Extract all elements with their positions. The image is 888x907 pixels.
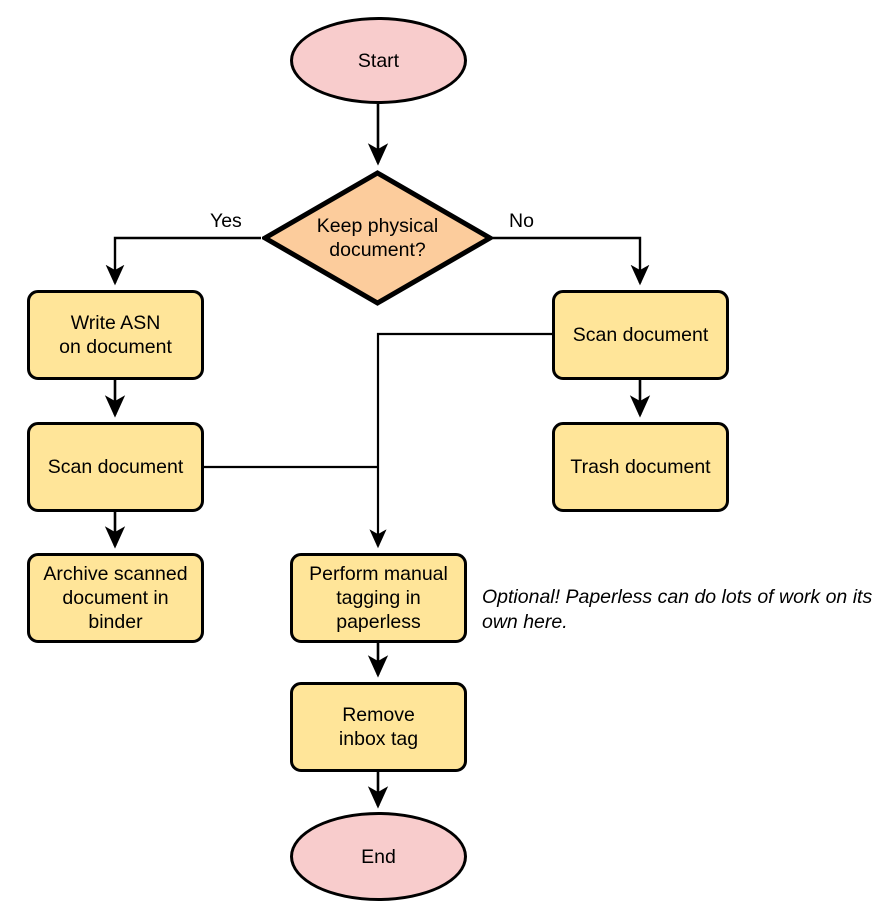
node-end[interactable]: End	[290, 812, 467, 901]
node-trash-document-label: Trash document	[570, 456, 711, 478]
node-archive-line2: document in	[62, 587, 169, 609]
node-manual-tagging-line3: paperless	[336, 611, 421, 633]
node-write-asn-label: Write ASN on document	[59, 311, 172, 359]
node-remove-inbox-tag-label: Remove inbox tag	[339, 703, 418, 751]
node-decision-label-line2: document?	[329, 239, 426, 261]
diamond-shape	[262, 170, 493, 306]
node-end-label: End	[361, 845, 396, 868]
node-decision-label-line1: Keep physical	[316, 215, 439, 237]
node-decision-label: Keep physical document?	[317, 214, 438, 262]
node-remove-inbox-tag[interactable]: Remove inbox tag	[290, 682, 467, 772]
node-trash-document[interactable]: Trash document	[552, 422, 729, 512]
node-write-asn-on-document[interactable]: Write ASN on document	[27, 290, 204, 380]
node-start-label: Start	[357, 49, 400, 72]
node-decision-keep-physical-document[interactable]: Keep physical document?	[262, 170, 493, 306]
node-remove-inbox-tag-line2: inbox tag	[338, 728, 419, 750]
node-start[interactable]: Start	[290, 17, 467, 104]
edge-label-no-text: No	[509, 210, 534, 232]
node-archive-label: Archive scanned document in binder	[43, 562, 187, 634]
node-perform-manual-tagging[interactable]: Perform manual tagging in paperless	[290, 553, 467, 643]
node-remove-inbox-tag-line1: Remove	[342, 704, 415, 726]
node-scan-document-right-label: Scan document	[572, 324, 709, 346]
node-scan-document-right[interactable]: Scan document	[552, 290, 729, 380]
node-write-asn-line2: on document	[59, 336, 172, 358]
annotation-optional-note-line2: its own here.	[482, 586, 873, 633]
node-manual-tagging-line2: tagging in	[336, 587, 421, 609]
node-write-asn-line1: Write ASN	[70, 312, 161, 334]
edge-decision-to-scan-right	[493, 236, 650, 286]
node-scan-document-left-label: Scan document	[47, 456, 184, 478]
edge-scan-right-to-manual-tagging	[369, 332, 552, 549]
edge-decision-to-write-asn	[105, 236, 261, 286]
node-scan-document-left[interactable]: Scan document	[27, 422, 204, 512]
node-archive-line1: Archive scanned	[43, 563, 188, 585]
node-archive-scanned-document-in-binder[interactable]: Archive scanned document in binder	[27, 553, 204, 643]
node-manual-tagging-label: Perform manual tagging in paperless	[309, 562, 448, 634]
node-archive-line3: binder	[88, 611, 143, 633]
edge-label-no: No	[509, 210, 534, 232]
annotation-optional-note: Optional! Paperless can do lots of work …	[482, 585, 882, 635]
node-manual-tagging-line1: Perform manual	[309, 563, 448, 585]
edge-label-yes-text: Yes	[210, 210, 242, 232]
edge-label-yes: Yes	[210, 210, 242, 232]
annotation-optional-note-line1: Optional! Paperless can do lots of work …	[482, 586, 848, 608]
